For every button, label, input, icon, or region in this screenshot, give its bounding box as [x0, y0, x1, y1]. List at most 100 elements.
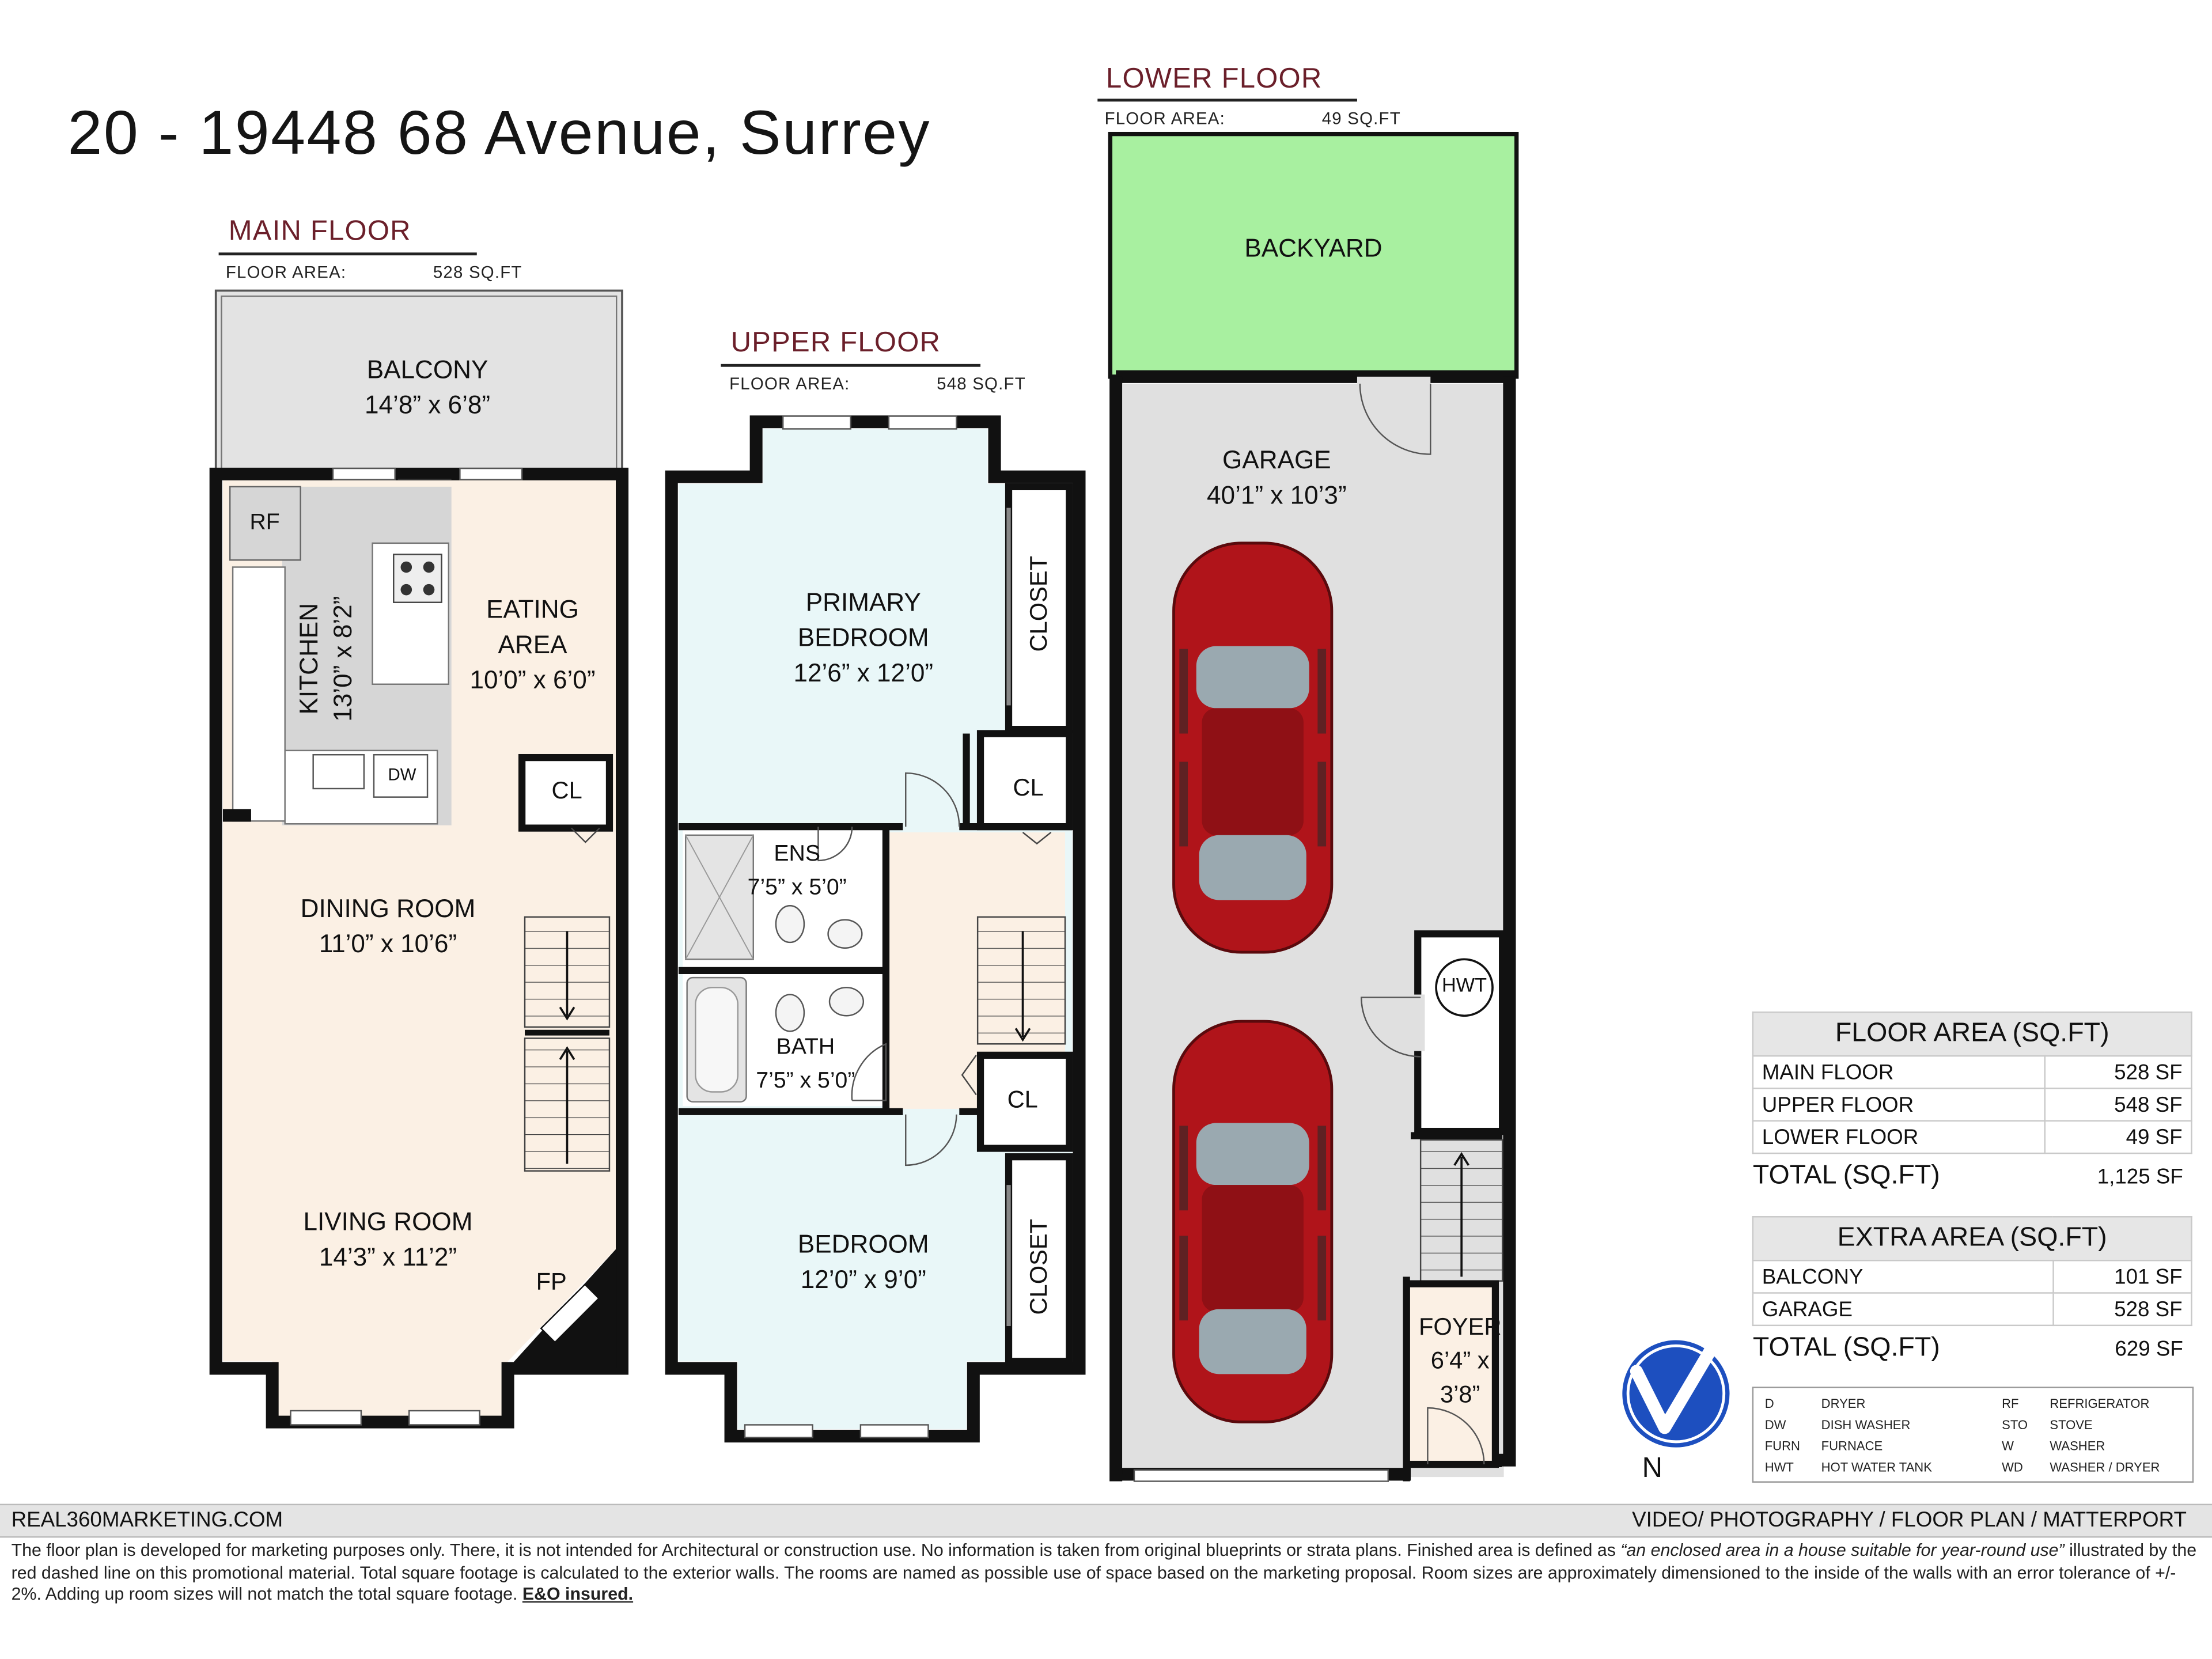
- bedroom-name: BEDROOM: [797, 1230, 929, 1259]
- eating-area-name-1: EATING: [486, 595, 579, 624]
- total-label: TOTAL (SQ.FT): [1752, 1333, 1940, 1363]
- bath-name: BATH: [776, 1035, 835, 1060]
- row-label: MAIN FLOOR: [1752, 1055, 2046, 1089]
- sink-icon: [312, 753, 365, 790]
- legend-desc: WASHER / DRYER: [2050, 1460, 2160, 1475]
- row-value: 49 SF: [2043, 1120, 2192, 1154]
- row-label: GARAGE: [1752, 1292, 2054, 1327]
- compass-north-label: N: [1642, 1453, 1663, 1484]
- lower-floor-heading-underline: [1097, 99, 1357, 102]
- legend-code: STO: [2002, 1418, 2028, 1432]
- bath-size: 7’5” x 5’0”: [756, 1069, 855, 1093]
- bath-label: BATH 7’5” x 5’0”: [742, 1031, 869, 1099]
- total-value: 1,125 SF: [2097, 1164, 2183, 1189]
- total-label: TOTAL (SQ.FT): [1752, 1161, 1940, 1191]
- upper-cl-1-label: CL: [1013, 774, 1044, 802]
- legend-code: DW: [1764, 1418, 1786, 1432]
- row-label: UPPER FLOOR: [1752, 1088, 2046, 1122]
- garage-name: GARAGE: [1222, 445, 1331, 474]
- dining-room-size: 11’0” x 10’6”: [319, 929, 457, 958]
- upper-floor-heading-underline: [721, 363, 981, 367]
- dishwasher-box: [373, 753, 429, 798]
- primary-bedroom-label: PRIMARY BEDROOM 12’6” x 12’0”: [763, 585, 964, 691]
- foyer-size-2: 3’8”: [1440, 1381, 1480, 1408]
- main-closet-label: CL: [551, 777, 582, 804]
- floor-area-total-row: TOTAL (SQ.FT) 1,125 SF: [1753, 1153, 2192, 1199]
- upper-floor-area-value: 548 SQ.FT: [937, 373, 1026, 394]
- disclaimer-quote: “an enclosed area in a house suitable fo…: [1620, 1540, 2065, 1560]
- kitchen-size: 13’0” x 8’2”: [328, 596, 357, 722]
- row-value: 528 SF: [2052, 1292, 2192, 1327]
- main-closet: [518, 753, 613, 832]
- upper-closet-top-text: CLOSET: [1025, 555, 1052, 652]
- balcony-area: [214, 289, 623, 475]
- extra-area-total-row: TOTAL (SQ.FT)629 SF: [1753, 1325, 2192, 1372]
- upper-floor-area-label: FLOOR AREA:: [729, 373, 850, 394]
- legend-code: RF: [2002, 1396, 2019, 1411]
- living-room-size: 14’3” x 11’2”: [319, 1243, 457, 1271]
- car-bottom: [1172, 1020, 1334, 1424]
- upper-cl-2: [976, 1051, 1073, 1152]
- row-value: 548 SF: [2043, 1088, 2192, 1122]
- disclaimer-part-1: The floor plan is developed for marketin…: [11, 1540, 1621, 1560]
- bedroom-size: 12’0” x 9’0”: [800, 1265, 926, 1294]
- main-floor-heading-underline: [218, 252, 477, 256]
- legend-code: W: [2002, 1438, 2014, 1453]
- upper-floor-plan: [665, 415, 1086, 1443]
- floor-area-table-heading: FLOOR AREA (SQ.FT): [1752, 1011, 2192, 1057]
- ensuite-sink: [827, 919, 863, 949]
- footer-bar: REAL360MARKETING.COM VIDEO/ PHOTOGRAPHY …: [0, 1503, 2212, 1538]
- ensuite-label: ENS 7’5” x 5’0”: [733, 838, 860, 906]
- bedroom-label: BEDROOM 12’0” x 9’0”: [763, 1228, 964, 1298]
- brand-logo-icon: [1622, 1340, 1730, 1448]
- living-room-name: LIVING ROOM: [303, 1207, 473, 1236]
- balcony-label: BALCONY 14’8” x 6’8”: [223, 353, 632, 423]
- ensuite-size: 7’5” x 5’0”: [747, 876, 847, 900]
- disclaimer-eo: E&O insured.: [522, 1584, 634, 1604]
- refrigerator-label: RF: [249, 510, 280, 535]
- row-value: 528 SF: [2043, 1055, 2192, 1089]
- legend-desc: DISH WASHER: [1821, 1418, 1911, 1432]
- backyard-area: [1108, 131, 1519, 379]
- ensuite-name: ENS: [774, 842, 820, 866]
- eating-area-size: 10’0” x 6’0”: [469, 665, 596, 694]
- legend-desc: REFRIGERATOR: [2050, 1396, 2150, 1411]
- foyer-size-1: 6’4” x: [1430, 1347, 1490, 1374]
- property-address-title: 20 - 19448 68 Avenue, Surrey: [67, 99, 931, 168]
- legend-desc: DRYER: [1821, 1396, 1866, 1411]
- primary-bedroom-name-2: BEDROOM: [797, 623, 929, 652]
- car-top: [1172, 541, 1334, 954]
- lower-floor-area-value: 49 SQ.FT: [1321, 108, 1401, 128]
- extra-area-table-heading: EXTRA AREA (SQ.FT): [1752, 1216, 2192, 1262]
- hot-water-tank: [1435, 958, 1494, 1017]
- row-value: 101 SF: [2052, 1259, 2192, 1294]
- legend-code: FURN: [1764, 1438, 1800, 1453]
- eating-area-name-2: AREA: [498, 630, 567, 659]
- upper-floor-heading: UPPER FLOOR: [730, 327, 941, 359]
- legend-desc: FURNACE: [1821, 1438, 1883, 1453]
- legend-code: HWT: [1764, 1460, 1794, 1475]
- legend-desc: HOT WATER TANK: [1821, 1460, 1932, 1475]
- foyer-label: FOYER 6’4” x 3’8”: [1411, 1310, 1509, 1412]
- hwt-label: HWT: [1441, 973, 1487, 996]
- eating-area-label: EATING AREA 10’0” x 6’0”: [452, 593, 614, 699]
- dishwasher-label: DW: [388, 764, 416, 785]
- balcony-name: BALCONY: [366, 355, 488, 384]
- upper-cl-1: [976, 730, 1073, 831]
- footer-services: VIDEO/ PHOTOGRAPHY / FLOOR PLAN / MATTER…: [1632, 1508, 2187, 1532]
- footer-website-link[interactable]: REAL360MARKETING.COM: [11, 1508, 283, 1532]
- main-floor-area-label: FLOOR AREA:: [225, 262, 347, 282]
- garage-label: GARAGE 40’1” x 10’3”: [1157, 443, 1396, 513]
- backyard-label: BACKYARD: [1244, 234, 1382, 263]
- fireplace-label: FP: [536, 1268, 567, 1296]
- main-floor-heading: MAIN FLOOR: [228, 215, 411, 247]
- lower-floor-plan: [1108, 131, 1519, 1482]
- legend-desc: WASHER: [2050, 1438, 2105, 1453]
- abbreviation-legend: D DRYER RF REFRIGERATOR DW DISH WASHER S…: [1752, 1387, 2194, 1483]
- ensuite-toilet: [775, 905, 805, 944]
